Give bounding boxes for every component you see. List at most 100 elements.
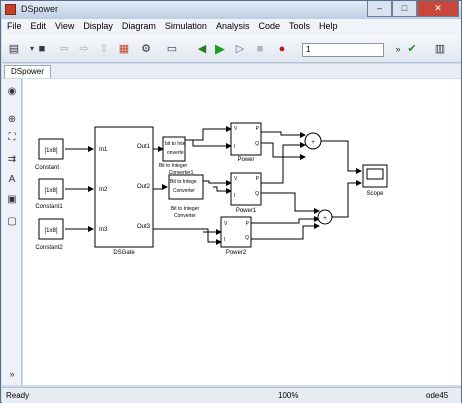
sum-block-1[interactable]: + <box>304 132 322 150</box>
power1-port-v: V <box>234 176 238 182</box>
menu-help[interactable]: Help <box>319 21 338 31</box>
constant1-block[interactable]: [1x8] Constant1 <box>35 178 64 210</box>
tab-dspower[interactable]: DSpower <box>4 65 51 78</box>
zoom-level: 100% <box>278 391 299 400</box>
power2-port-v: V <box>224 221 228 227</box>
close-button[interactable]: ✕ <box>417 1 459 17</box>
save-icon[interactable]: ■ <box>38 43 46 55</box>
converter1-label2: Converter1 <box>169 170 194 176</box>
left-palette: ◉ ⊕ ⛶ ⇉ A ▣ ▢ » <box>2 79 22 385</box>
model-explorer-icon[interactable]: ▭ <box>166 43 178 55</box>
record-icon[interactable]: ● <box>278 43 286 55</box>
constant2-value: [1x8] <box>44 228 57 234</box>
block-diagram: [1x8] Constant [1x8] Constant1 [1x8] Con… <box>35 122 388 256</box>
fit-to-view-icon[interactable]: ⛶ <box>8 132 16 143</box>
sum-block-2-symbol: + <box>323 216 327 222</box>
converter1-text2: onverte <box>167 150 184 156</box>
power2-block[interactable]: V I P Q Power2 <box>220 216 252 256</box>
window-title: DSpower <box>21 4 59 14</box>
image-icon[interactable]: ▣ <box>7 194 17 205</box>
power2-port-p: P <box>246 221 250 227</box>
simulink-app-icon <box>5 4 16 15</box>
constant2-block[interactable]: [1x8] Constant2 <box>35 218 64 251</box>
power1-port-p: P <box>256 176 260 182</box>
step-back-icon[interactable]: ◀ <box>197 43 207 55</box>
constant2-label: Constant2 <box>35 245 63 251</box>
menu-diagram[interactable]: Diagram <box>121 21 156 31</box>
area-icon[interactable]: ▢ <box>7 216 17 227</box>
power-block[interactable]: V I P Q Power <box>230 122 262 163</box>
forward-arrow-icon[interactable]: ⇨ <box>79 43 89 55</box>
stop-icon[interactable]: ■ <box>256 43 264 55</box>
scope-block[interactable]: Scope <box>362 164 388 197</box>
power1-block[interactable]: V I P Q Power1 <box>230 172 262 214</box>
sum-block-1-symbol: + <box>311 140 315 146</box>
bit-to-integer-converter[interactable]: Bit to Intege Converter Bit to Integer C… <box>168 174 204 219</box>
menu-edit[interactable]: Edit <box>30 21 47 31</box>
maximize-button[interactable]: □ <box>392 1 417 17</box>
more-icon[interactable]: » <box>395 44 401 54</box>
menu-file[interactable]: File <box>7 21 22 31</box>
dsgate-in2: In2 <box>99 187 108 193</box>
converter-text1: Bit to Intege <box>170 179 197 185</box>
power-port-i: I <box>234 144 235 150</box>
constant1-value: [1x8] <box>44 188 57 194</box>
power2-label: Power2 <box>226 250 247 256</box>
power-port-q: Q <box>255 141 259 147</box>
power-port-p: P <box>256 126 260 132</box>
title-bar: DSpower – □ ✕ <box>1 1 461 19</box>
annotation-icon[interactable]: A <box>8 174 16 185</box>
menu-display[interactable]: Display <box>83 21 113 31</box>
constant1-label: Constant1 <box>35 204 63 210</box>
bit-to-integer-converter1[interactable]: bit to Inte onverte Bit to Integer Conve… <box>159 136 194 176</box>
new-dropdown-icon[interactable]: ▾ <box>29 44 34 53</box>
power1-label: Power1 <box>236 208 257 214</box>
menu-code[interactable]: Code <box>258 21 280 31</box>
converter-label1: Bit to Integer <box>171 206 200 212</box>
menu-analysis[interactable]: Analysis <box>215 21 250 31</box>
signal-lines <box>65 126 362 245</box>
dsgate-subsystem[interactable]: In1 In2 In3 Out1 Out2 Out3 DSGate <box>94 126 154 256</box>
dsgate-out2: Out2 <box>137 184 151 190</box>
expand-palette-icon[interactable]: » <box>9 369 15 379</box>
model-settings-icon[interactable]: ⚙ <box>141 43 151 55</box>
model-canvas[interactable]: [1x8] Constant [1x8] Constant1 [1x8] Con… <box>23 79 461 385</box>
minimize-button[interactable]: – <box>367 1 392 17</box>
tab-row: DSpower <box>2 64 461 78</box>
run-icon[interactable]: ▶ <box>215 41 225 56</box>
simulation-stop-time-input[interactable]: 1 <box>302 43 384 57</box>
status-ready: Ready <box>6 391 30 400</box>
power1-port-q: Q <box>255 191 259 197</box>
check-icon[interactable]: ✔ <box>407 43 417 55</box>
status-bar: Ready 100% ode45 <box>2 387 461 403</box>
sum-block-2[interactable]: + <box>317 209 333 225</box>
power2-port-i: I <box>224 237 225 243</box>
power1-port-i: I <box>234 193 235 199</box>
dsgate-label: DSGate <box>113 250 135 256</box>
new-model-icon[interactable]: ▤ <box>8 43 20 55</box>
power2-port-q: Q <box>245 235 249 241</box>
dsgate-out1: Out1 <box>137 144 151 150</box>
solver-name: ode45 <box>426 391 449 400</box>
connect-arrow-icon[interactable]: ⇉ <box>7 154 17 165</box>
menu-tools[interactable]: Tools <box>288 21 310 31</box>
menu-view[interactable]: View <box>55 21 75 31</box>
menu-simulation[interactable]: Simulation <box>164 21 207 31</box>
dsgate-in3: In3 <box>99 227 108 233</box>
power-port-v: V <box>234 126 238 132</box>
step-forward-icon[interactable]: ▷ <box>235 43 245 55</box>
back-arrow-icon[interactable]: ⇦ <box>59 43 69 55</box>
grid-icon[interactable]: ▥ <box>434 43 446 55</box>
converter1-text1: bit to Inte <box>165 141 186 147</box>
power-label: Power <box>237 157 254 163</box>
toolbar: ▤ ▾ ■ ⇦ ⇨ ⇧ ▦ ⚙ ▭ ◀ ▶ ▷ ■ ● 1 » ✔ ▥ <box>2 35 461 63</box>
constant-block[interactable]: [1x8] Constant <box>35 138 64 171</box>
library-browser-icon[interactable]: ▦ <box>118 43 130 55</box>
zoom-in-icon[interactable]: ⊕ <box>7 114 17 125</box>
converter1-label1: Bit to Integer <box>159 163 188 169</box>
converter-text2: Converter <box>173 188 195 194</box>
up-arrow-icon[interactable]: ⇧ <box>99 43 109 55</box>
hide-explorer-icon[interactable]: ◉ <box>7 86 17 97</box>
menu-bar: File Edit View Display Diagram Simulation Anal… <box>2 19 461 35</box>
